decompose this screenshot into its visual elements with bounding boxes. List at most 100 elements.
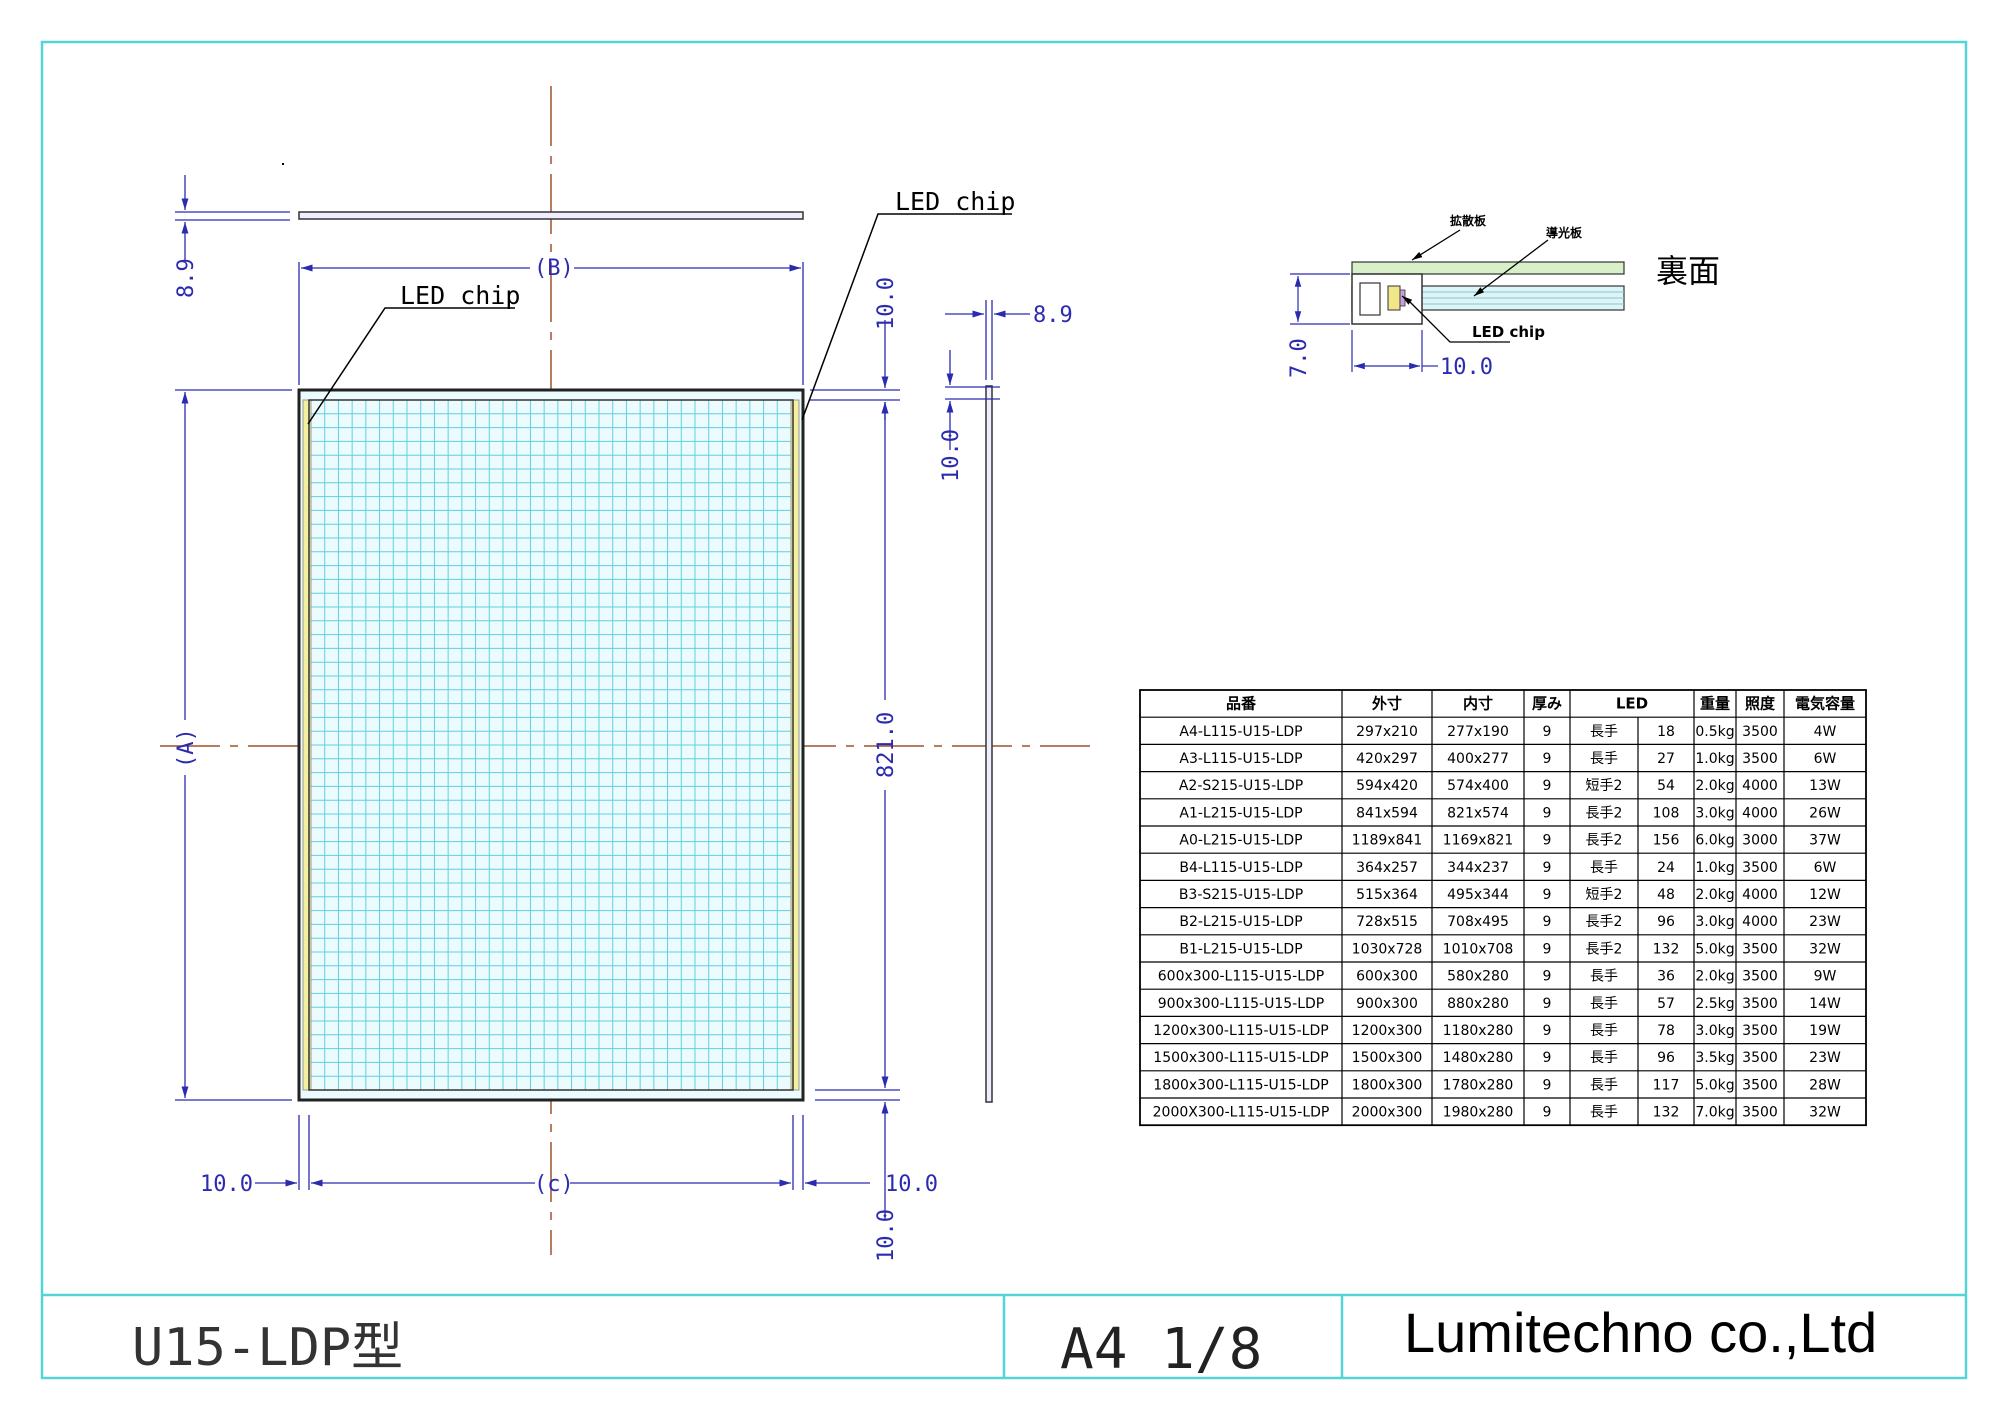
table-cell: 4000 (1742, 914, 1778, 930)
table-cell: 長手 (1590, 751, 1618, 767)
table-cell: 長手 (1590, 969, 1618, 985)
table-cell: 短手2 (1586, 887, 1623, 903)
table-cell: B3-S215-U15-LDP (1179, 887, 1303, 903)
table-cell: 495x344 (1447, 887, 1509, 903)
table-cell: 3.0kg (1695, 1023, 1734, 1039)
panel-inner (308, 399, 794, 1091)
table-cell: 3500 (1742, 941, 1778, 957)
table-header-cell: 内寸 (1463, 695, 1493, 713)
table-cell: 3.0kg (1695, 805, 1734, 821)
table-cell: 9 (1543, 914, 1552, 930)
table-cell: 36 (1657, 969, 1675, 985)
table-cell: 32W (1809, 941, 1841, 957)
table-cell: 4000 (1742, 805, 1778, 821)
table-cell: 23W (1809, 914, 1841, 930)
table-cell: 9 (1543, 941, 1552, 957)
table-cell: 9 (1543, 833, 1552, 849)
table-cell: 7.0kg (1695, 1105, 1734, 1121)
table-header-cell: 電気容量 (1795, 695, 1855, 713)
table-cell: 3500 (1742, 996, 1778, 1012)
table-cell: 長手 (1590, 1050, 1618, 1066)
table-cell: 515x364 (1356, 887, 1418, 903)
table-cell: 600x300-L115-U15-LDP (1158, 969, 1325, 985)
table-cell: 3500 (1742, 860, 1778, 876)
table-cell: 13W (1809, 778, 1841, 794)
led-chip-label-right: LED chip (895, 187, 1015, 216)
table-cell: 3.0kg (1695, 914, 1734, 930)
table-cell: B4-L115-U15-LDP (1179, 860, 1302, 876)
top-side-view (298, 211, 804, 220)
table-cell: 594x420 (1356, 778, 1418, 794)
detail-lightguide-label: 導光板 (1546, 225, 1583, 240)
table-cell: 108 (1653, 805, 1680, 821)
table-cell: 600x300 (1356, 969, 1418, 985)
table-cell: 9 (1543, 969, 1552, 985)
table-cell: 1.0kg (1695, 860, 1734, 876)
table-cell: 2000x300 (1352, 1105, 1423, 1121)
table-cell: 長手2 (1586, 941, 1623, 957)
table-cell: 156 (1653, 833, 1680, 849)
table-cell: 長手 (1590, 1023, 1618, 1039)
table-cell: 3500 (1742, 724, 1778, 740)
table-cell: 364x257 (1356, 860, 1418, 876)
table-cell: 3500 (1742, 751, 1778, 767)
table-cell: 9 (1543, 778, 1552, 794)
table-cell: 28W (1809, 1077, 1841, 1093)
dim-a: (A) (174, 728, 199, 768)
dim-100-bottom: 10.0 (874, 1209, 899, 1262)
table-cell: 420x297 (1356, 751, 1418, 767)
table-cell: 4000 (1742, 778, 1778, 794)
table-cell: 3500 (1742, 1050, 1778, 1066)
table-cell: 1169x821 (1443, 833, 1514, 849)
dim-100-side: 10.0 (939, 429, 964, 482)
table-cell: 3500 (1742, 1077, 1778, 1093)
table-cell: 78 (1657, 1023, 1675, 1039)
dim-b: (B) (534, 256, 574, 281)
table-cell: 1180x280 (1443, 1023, 1514, 1039)
table-cell: 821x574 (1447, 805, 1509, 821)
table-cell: B2-L215-U15-LDP (1179, 914, 1302, 930)
table-cell: 19W (1809, 1023, 1841, 1039)
detail-dim-70: 7.0 (1287, 338, 1312, 378)
table-cell: 9 (1543, 887, 1552, 903)
table-cell: 117 (1653, 1077, 1680, 1093)
table-cell: 27 (1657, 751, 1675, 767)
table-cell: 54 (1657, 778, 1675, 794)
dim-89-right: 8.9 (1033, 303, 1073, 328)
table-cell: 880x280 (1447, 996, 1509, 1012)
table-cell: 2.0kg (1695, 778, 1734, 794)
table-cell: 3500 (1742, 969, 1778, 985)
table-cell: 708x495 (1447, 914, 1509, 930)
table-cell: 96 (1657, 1050, 1675, 1066)
table-cell: 1200x300 (1352, 1023, 1423, 1039)
title-model: U15-LDP型 (132, 1318, 403, 1378)
table-cell: 9 (1543, 996, 1552, 1012)
table-cell: 6W (1814, 751, 1837, 767)
table-cell: 4W (1814, 724, 1837, 740)
table-cell: 900x300 (1356, 996, 1418, 1012)
table-cell: 9 (1543, 860, 1552, 876)
dim-100-bl: 10.0 (200, 1172, 253, 1197)
table-cell: 長手 (1590, 1105, 1618, 1121)
led-chip-label-left: LED chip (400, 281, 520, 310)
table-cell: 132 (1653, 941, 1680, 957)
table-cell: 5.0kg (1695, 941, 1734, 957)
table-cell: 1500x300-L115-U15-LDP (1153, 1050, 1328, 1066)
table-cell: 3500 (1742, 1023, 1778, 1039)
table-cell: A4-L115-U15-LDP (1179, 724, 1302, 740)
table-header-cell: 重量 (1700, 695, 1730, 713)
table-cell: 長手2 (1586, 914, 1623, 930)
detail-diffuser-label: 拡散板 (1450, 213, 1487, 228)
table-cell: 4000 (1742, 887, 1778, 903)
table-cell: 9 (1543, 1023, 1552, 1039)
table-cell: 3000 (1742, 833, 1778, 849)
table-cell: 297x210 (1356, 724, 1418, 740)
table-cell: 1780x280 (1443, 1077, 1514, 1093)
table-cell: 9W (1814, 969, 1837, 985)
cross-section-detail (1351, 261, 1625, 325)
table-cell: 37W (1809, 833, 1841, 849)
table-cell: 1189x841 (1352, 833, 1423, 849)
table-cell: 18 (1657, 724, 1675, 740)
table-cell: 9 (1543, 1077, 1552, 1093)
dim-100-top: 10.0 (874, 277, 899, 330)
